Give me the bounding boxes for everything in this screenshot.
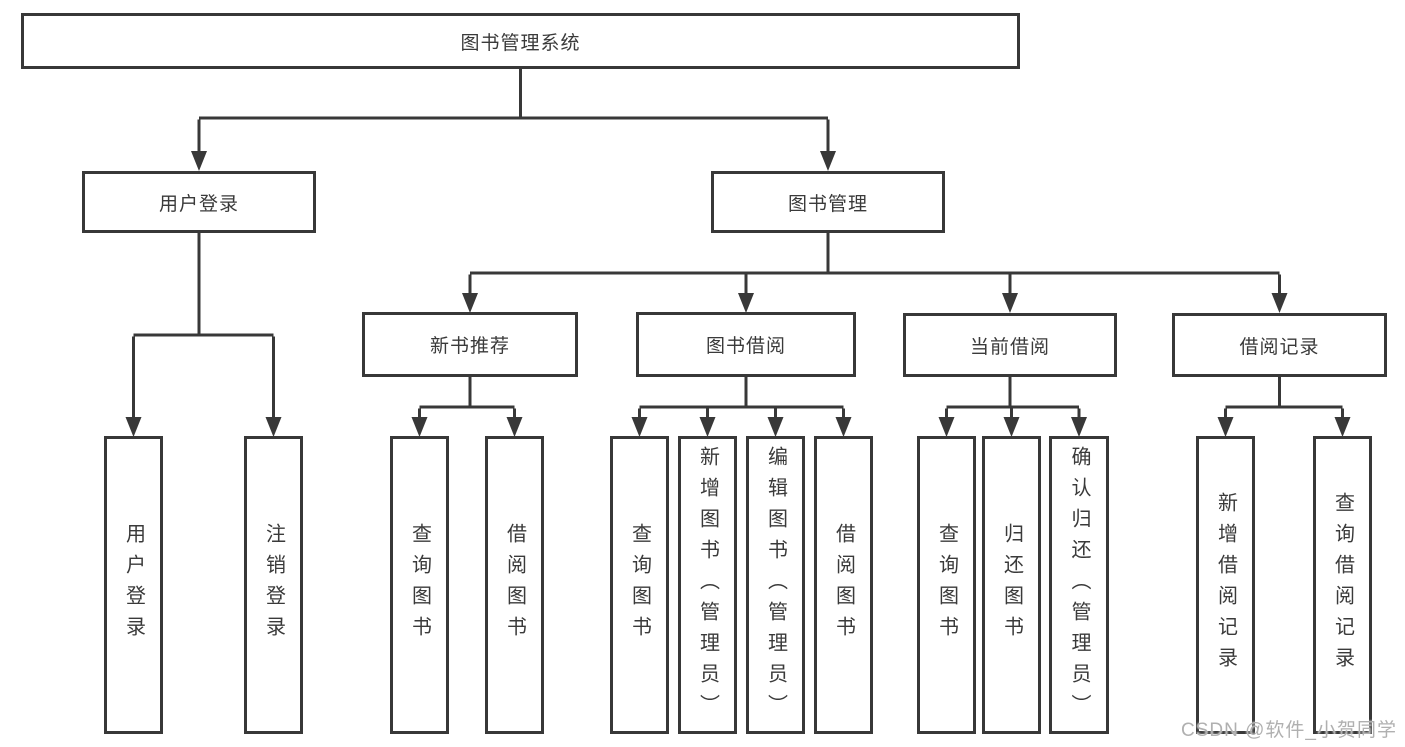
connector-borrow-record-to-leaves — [1224, 377, 1344, 421]
node-add-borrow-record: 新增借阅记录 — [1196, 436, 1255, 734]
node-return-books-label: 归还图书 — [1000, 523, 1023, 647]
csdn-watermark: CSDN @软件_小贺同学 — [1181, 720, 1397, 741]
node-current-borrowing: 当前借阅 — [903, 313, 1117, 377]
node-confirm-return-admin-label: 确认归还（管理员） — [1068, 445, 1090, 725]
node-borrow-books-recommend: 借阅图书 — [485, 436, 544, 734]
node-user-login: 用户登录 — [104, 436, 163, 734]
node-library-management-system: 图书管理系统 — [21, 13, 1020, 69]
connector-book-management-to-modules — [468, 233, 1281, 297]
node-query-borrow-record-label: 查询借阅记录 — [1331, 492, 1354, 678]
node-confirm-return-admin: 确认归还（管理员） — [1049, 436, 1109, 734]
connector-root-to-branches — [197, 66, 830, 155]
node-edit-book-admin: 编辑图书（管理员） — [746, 436, 805, 734]
node-edit-book-admin-label: 编辑图书（管理员） — [764, 445, 787, 725]
node-query-books-current-label: 查询图书 — [935, 523, 958, 647]
node-query-borrow-record: 查询借阅记录 — [1313, 436, 1372, 734]
node-borrow-books-recommend-label: 借阅图书 — [503, 523, 526, 647]
node-borrow-books-borrowing: 借阅图书 — [814, 436, 873, 734]
node-query-books-borrowing-label: 查询图书 — [628, 523, 651, 647]
connector-current-borrow-to-leaves — [945, 377, 1081, 421]
node-new-book-recommendation: 新书推荐 — [362, 312, 578, 377]
connector-book-borrow-to-leaves — [638, 377, 845, 421]
node-query-books-recommend: 查询图书 — [390, 436, 449, 734]
node-logout-label: 注销登录 — [262, 523, 285, 647]
node-add-book-admin: 新增图书（管理员） — [678, 436, 737, 734]
node-borrowing-records: 借阅记录 — [1172, 313, 1387, 377]
node-add-book-admin-label: 新增图书（管理员） — [696, 445, 719, 725]
node-user-login-label: 用户登录 — [122, 523, 145, 647]
node-query-books-borrowing: 查询图书 — [610, 436, 669, 734]
connector-new-book-to-leaves — [418, 377, 516, 421]
node-query-books-recommend-label: 查询图书 — [408, 523, 431, 647]
node-add-borrow-record-label: 新增借阅记录 — [1214, 492, 1237, 678]
node-borrow-books-borrowing-label: 借阅图书 — [832, 523, 855, 647]
node-book-borrowing: 图书借阅 — [636, 312, 856, 377]
node-query-books-current: 查询图书 — [917, 436, 976, 734]
node-return-books: 归还图书 — [982, 436, 1041, 734]
node-logout: 注销登录 — [244, 436, 303, 734]
connector-user-login-to-leaves — [132, 233, 275, 421]
node-book-management-branch: 图书管理 — [711, 171, 945, 233]
node-user-login-branch: 用户登录 — [82, 171, 316, 233]
